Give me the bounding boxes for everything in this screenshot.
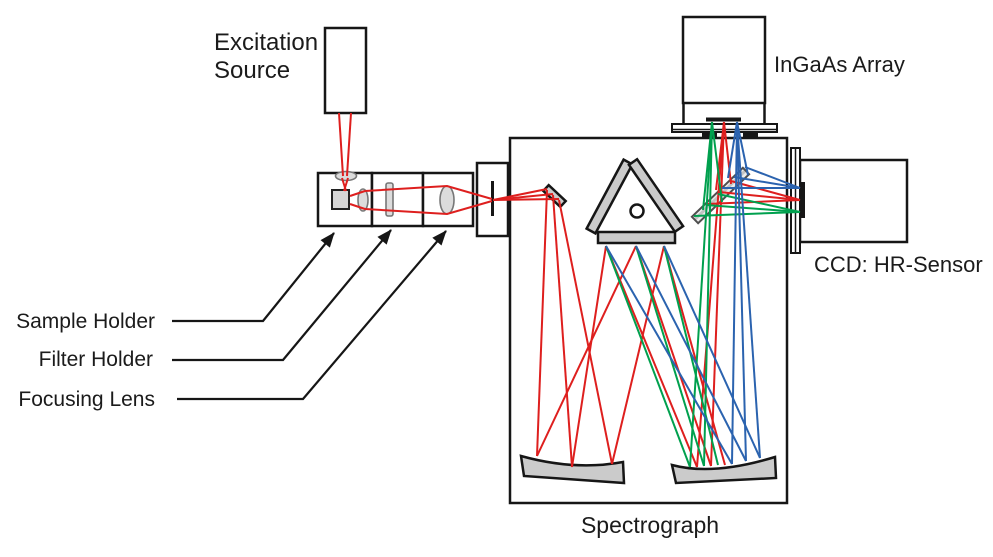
collection-lens <box>357 188 369 212</box>
ingaas-sensor-plane <box>706 117 741 122</box>
callout-arrows <box>172 229 447 401</box>
ingaas-array-label: InGaAs Array <box>774 52 905 77</box>
filter-holder-arrow <box>172 229 392 362</box>
focusing-lens-arrow <box>177 230 447 401</box>
ingaas-array-box <box>681 15 767 105</box>
excitation-source-box <box>323 26 368 115</box>
spectrograph-label: Spectrograph <box>580 512 720 538</box>
sample-cuvette <box>331 189 350 210</box>
filter-plate <box>385 182 394 217</box>
collimating-mirror <box>519 454 626 485</box>
blue-beam-paths <box>605 121 801 465</box>
filter-holder-label: Filter Holder <box>38 348 153 371</box>
ccd-sensor-plane <box>800 182 805 218</box>
green-beam-paths <box>605 121 801 468</box>
turret-axis <box>629 203 645 219</box>
ingaas-flange-foot-right <box>743 132 758 137</box>
ccd-box <box>798 158 909 244</box>
excitation-source-label: Excitation Source <box>214 29 319 85</box>
ingaas-flange-foot-left <box>702 132 717 137</box>
filter-holder-box <box>370 171 425 228</box>
ccd-sensor-label: CCD: HR-Sensor <box>814 252 983 277</box>
sample-holder-arrow <box>172 232 335 323</box>
grating-turret-base <box>596 230 677 245</box>
focusing-mirror <box>670 455 778 485</box>
focusing-lens-label: Focusing Lens <box>18 388 155 411</box>
grating-turret-right-face <box>627 157 685 234</box>
sample-holder-label: Sample Holder <box>16 310 155 333</box>
condenser-lens <box>334 170 358 182</box>
gray-optics <box>519 157 778 485</box>
focusing-lens-element <box>439 185 455 215</box>
